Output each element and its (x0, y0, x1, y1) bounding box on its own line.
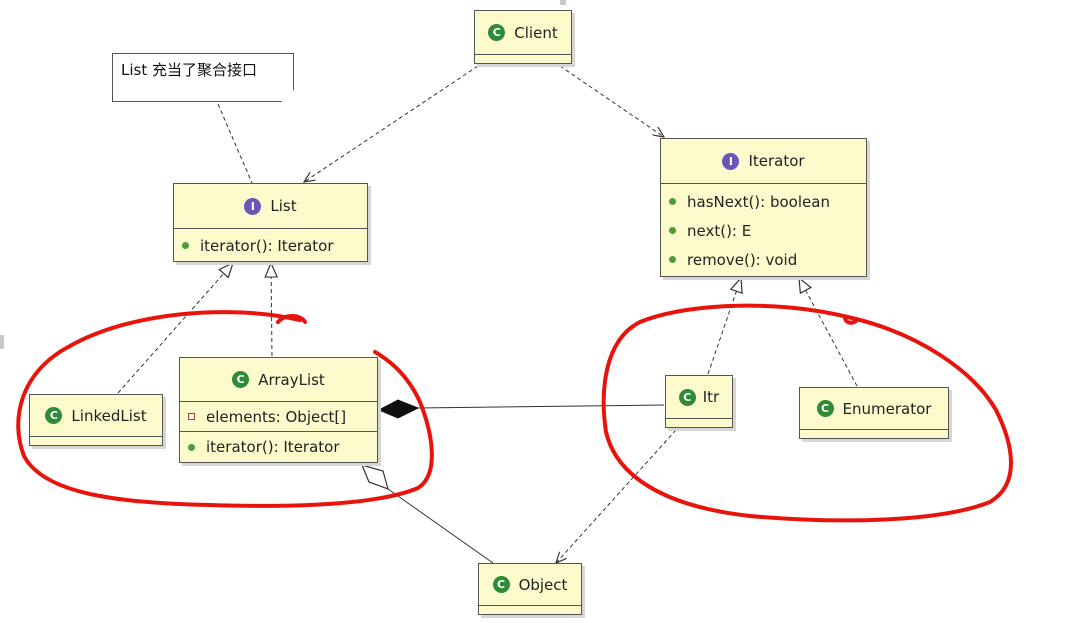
interface-icon: I (722, 152, 740, 170)
realization-linkedlist-list (117, 263, 233, 394)
realization-enumerator-iterator (799, 278, 858, 387)
method-signature: hasNext(): boolean (687, 192, 830, 211)
window-edge-mark (560, 0, 566, 5)
interface-name: List (270, 197, 297, 215)
class-itr[interactable]: C Itr (665, 375, 733, 428)
composition-line-arraylist-itr (417, 404, 665, 409)
dependency-client-iterator (559, 65, 664, 137)
public-visibility-icon (182, 242, 189, 249)
note-list-aggregate: List 充当了聚合接口 (112, 53, 294, 102)
method-next: next(): E (661, 216, 866, 245)
class-object[interactable]: C Object (478, 563, 582, 615)
class-arraylist[interactable]: C ArrayList elements: Object[] iterator(… (179, 357, 378, 463)
class-client[interactable]: C Client (474, 10, 572, 64)
note-text: List 充当了聚合接口 (121, 61, 257, 79)
method-signature: iterator(): Iterator (200, 236, 334, 255)
private-visibility-icon (188, 413, 195, 420)
composition-diamond (377, 399, 420, 419)
class-linkedlist[interactable]: C LinkedList (29, 394, 163, 446)
realization-itr-iterator (707, 278, 741, 375)
class-name: Object (518, 575, 568, 594)
class-icon: C (492, 576, 510, 593)
class-icon: C (488, 24, 506, 41)
method-signature: iterator(): Iterator (206, 438, 340, 456)
method-signature: next(): E (687, 221, 752, 240)
highlight-circle-right (601, 303, 1013, 523)
class-icon: C (678, 388, 696, 406)
aggregation-line-arraylist-object (387, 488, 494, 564)
public-visibility-icon (188, 443, 195, 451)
class-name: Client (514, 23, 558, 42)
class-name: Enumerator (842, 399, 932, 418)
public-visibility-icon (669, 227, 676, 234)
dependency-itr-object (556, 429, 677, 563)
interface-list[interactable]: I List iterator(): Iterator (173, 183, 368, 262)
window-edge-mark (0, 335, 4, 349)
class-icon: C (816, 400, 834, 417)
field-elements: elements: Object[] (180, 402, 377, 431)
interface-name: Iterator (748, 152, 805, 170)
field-signature: elements: Object[] (206, 407, 347, 426)
class-name: Itr (702, 388, 720, 406)
public-visibility-icon (669, 256, 676, 263)
class-name: LinkedList (71, 406, 147, 425)
highlight-circle-left (16, 310, 434, 508)
note-connector (217, 103, 253, 184)
class-name: ArrayList (258, 370, 325, 389)
method-remove: remove(): void (661, 245, 866, 274)
method-iterator: iterator(): Iterator (174, 231, 367, 260)
public-visibility-icon (669, 198, 676, 205)
aggregation-diamond (360, 464, 389, 490)
class-icon: C (232, 371, 250, 388)
interface-icon: I (244, 197, 262, 215)
method-signature: remove(): void (687, 250, 798, 269)
realization-arraylist-list (271, 263, 272, 357)
class-icon: C (45, 407, 63, 424)
class-enumerator[interactable]: C Enumerator (799, 387, 949, 439)
method-hasnext: hasNext(): boolean (661, 187, 866, 216)
method-iterator: iterator(): Iterator (180, 432, 377, 462)
dependency-client-list (304, 65, 479, 182)
interface-iterator[interactable]: I Iterator hasNext(): boolean next(): E … (660, 138, 867, 277)
